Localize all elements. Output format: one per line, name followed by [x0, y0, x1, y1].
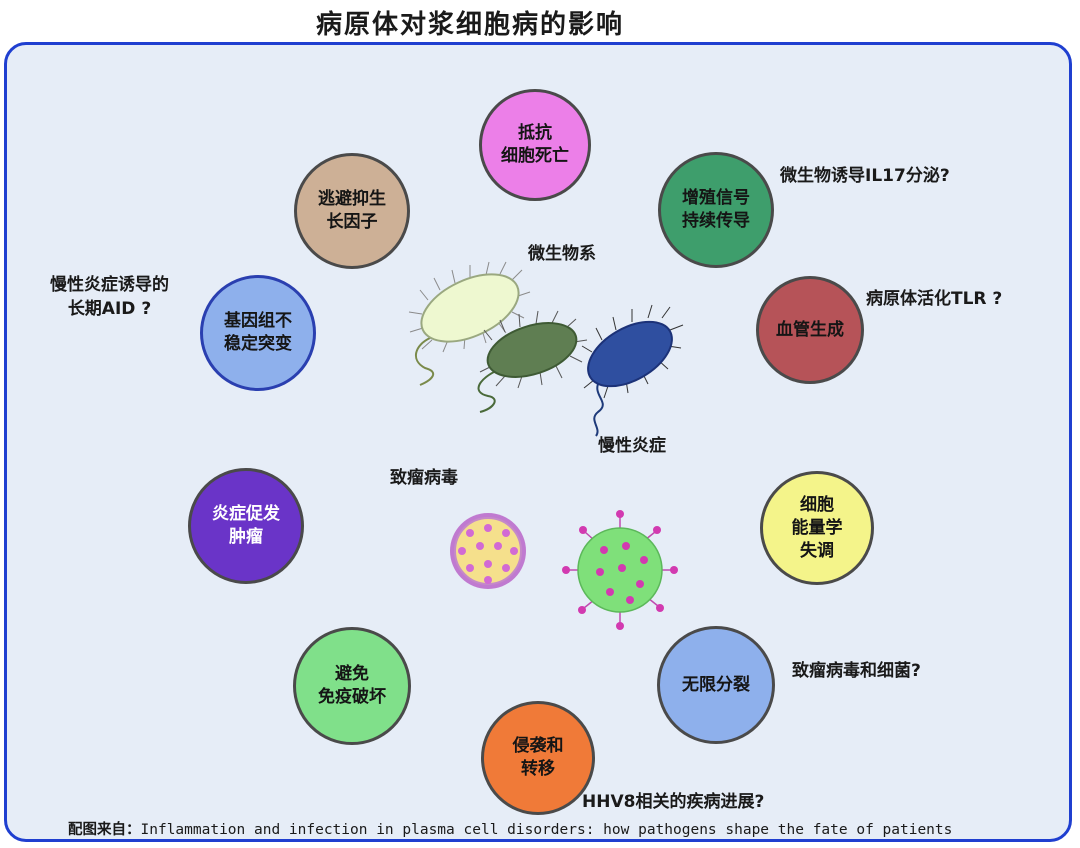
source-caption: 配图来自：Inflammation and infection in plasm…: [68, 818, 952, 839]
label-chronic-aid: 慢性炎症诱导的 长期AID ?: [50, 275, 169, 319]
label-oncogenic-virus: 致瘤病毒: [390, 468, 458, 488]
page-title: 病原体对浆细胞病的影响: [315, 10, 624, 40]
circle-resist-cell-death: 抵抗 细胞死亡: [479, 89, 591, 201]
circle-sustained-proliferative-signaling: 增殖信号 持续传导: [658, 152, 774, 268]
label-chronic-inflammation: 慢性炎症: [598, 436, 666, 456]
caption-text: Inflammation and infection in plasma cel…: [140, 822, 953, 838]
label-microbial-il17: 微生物诱导IL17分泌?: [780, 166, 950, 186]
label-hhv8: HHV8相关的疾病进展?: [582, 792, 765, 812]
yellow-virus-icon: [450, 513, 526, 589]
circle-invasion-metastasis: 侵袭和 转移: [481, 701, 595, 815]
label-oncogenic-virus-bacteria: 致瘤病毒和细菌?: [792, 661, 921, 681]
circle-tumor-promoting-inflammation: 炎症促发 肿瘤: [188, 468, 304, 584]
circle-genome-instability: 基因组不 稳定突变: [200, 275, 316, 391]
circle-avoid-immune-destruction: 避免 免疫破坏: [293, 627, 411, 745]
dark-green-bacterium-icon: [477, 310, 588, 413]
circle-angiogenesis: 血管生成: [756, 276, 864, 384]
circle-evade-growth-suppressors: 逃避抑生 长因子: [294, 153, 410, 269]
light-green-bacterium-icon: [408, 261, 531, 386]
label-pathogen-tlr: 病原体活化TLR ?: [866, 289, 1003, 309]
circle-deregulated-cellular-energetics: 细胞 能量学 失调: [760, 471, 874, 585]
circle-replicative-immortality: 无限分裂: [657, 626, 775, 744]
green-virus-icon: [562, 510, 678, 630]
blue-bacterium-icon: [581, 304, 684, 437]
label-microbiota: 微生物系: [528, 244, 596, 264]
caption-prefix: 配图来自：: [68, 822, 141, 838]
